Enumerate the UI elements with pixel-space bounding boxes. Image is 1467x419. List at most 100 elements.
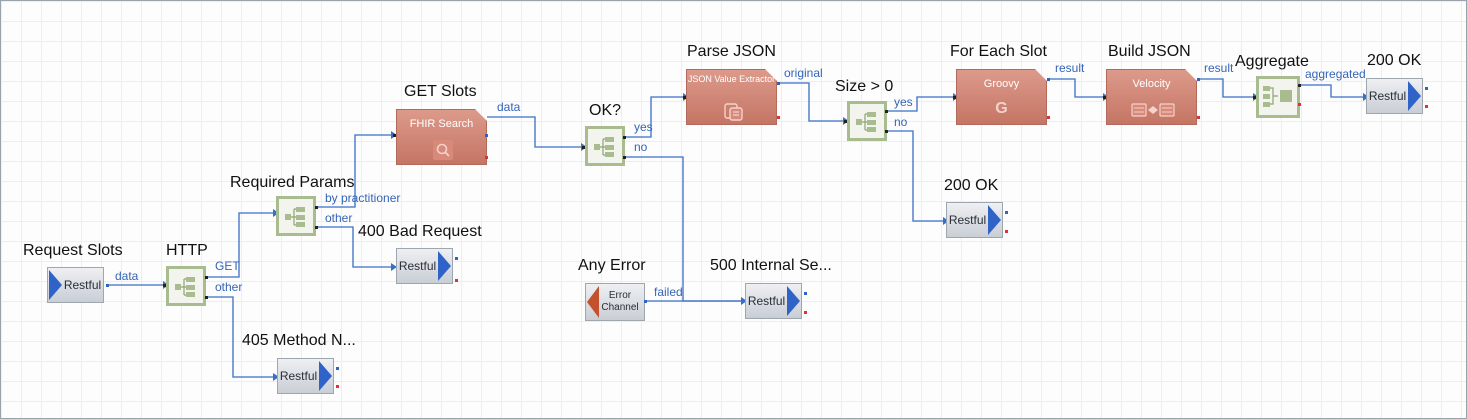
aggregate-icon (1263, 86, 1292, 107)
parse-json-err[interactable] (777, 116, 780, 119)
build-json-label: Velocity (1132, 78, 1171, 90)
build-json-err[interactable] (1197, 116, 1200, 119)
ok-200-top-out[interactable] (1425, 87, 1428, 90)
router-icon (856, 112, 876, 132)
ok-router[interactable] (585, 126, 625, 166)
internal-500-err[interactable] (804, 311, 807, 314)
router-icon (285, 207, 305, 227)
aggregate-err[interactable] (1298, 103, 1301, 106)
ok-out-no[interactable] (623, 156, 626, 159)
ok-out-yes[interactable] (623, 136, 626, 139)
ok-200-top-err[interactable] (1425, 105, 1428, 108)
wire-ok-no[interactable] (625, 156, 741, 302)
wire-label-result-1: result (1055, 61, 1085, 75)
http-router[interactable] (166, 266, 206, 306)
for-each-slot-snap[interactable]: Groovy G (956, 69, 1047, 125)
for-each-out[interactable] (1047, 78, 1050, 81)
size-out-yes[interactable] (885, 110, 888, 113)
method-405-out[interactable] (336, 367, 339, 370)
bad-request-out[interactable] (455, 257, 458, 260)
json-extract-icon (722, 102, 744, 122)
get-slots-in[interactable] (393, 134, 396, 137)
aggregate-out[interactable] (1298, 84, 1301, 87)
get-slots-out[interactable] (485, 134, 488, 137)
ok-200-mid-snap[interactable]: Restful (946, 202, 1003, 238)
wire-build-aggr[interactable] (1197, 78, 1253, 98)
wire-label-by-practitioner: by practitioner (325, 191, 401, 205)
parse-json-in[interactable] (683, 96, 686, 99)
title-required-params: Required Params (230, 174, 355, 191)
wire-foreach-build[interactable] (1049, 78, 1103, 98)
restful-arrow-icon (1408, 81, 1421, 111)
title-request-slots: Request Slots (23, 242, 123, 259)
wire-label-result-2: result (1204, 61, 1234, 75)
ok-200-top-label: Restful (1368, 89, 1407, 103)
error-channel-out[interactable] (644, 300, 647, 303)
restful-arrow-icon (438, 251, 451, 281)
internal-500-snap[interactable]: Restful (745, 283, 802, 319)
method-405-err[interactable] (336, 385, 339, 388)
wire-req-getslots[interactable] (317, 134, 391, 208)
for-each-slot-label: Groovy (983, 78, 1020, 90)
velocity-icon (1131, 102, 1175, 118)
restful-arrow-icon (787, 286, 800, 316)
wire-aggr-200[interactable] (1299, 84, 1363, 98)
required-params-router[interactable] (276, 196, 316, 236)
http-out-other[interactable] (205, 296, 208, 299)
restful-arrow-icon (988, 205, 1001, 235)
wire-label-yes-1: yes (634, 120, 653, 134)
wire-parse-size[interactable] (779, 82, 843, 122)
for-each-err[interactable] (1047, 116, 1050, 119)
wire-http-other[interactable] (207, 296, 273, 378)
get-slots-err[interactable] (485, 156, 488, 159)
error-channel-snap[interactable]: Error Channel (585, 283, 645, 321)
size-in[interactable] (844, 120, 847, 123)
request-slots-label: Restful (63, 278, 102, 292)
aggregate-snap[interactable] (1256, 76, 1300, 118)
build-json-out[interactable] (1197, 78, 1200, 81)
aggregate-in[interactable] (1253, 96, 1256, 99)
ok-200-mid-out[interactable] (1005, 211, 1008, 214)
for-each-in[interactable] (953, 96, 956, 99)
title-parse-json: Parse JSON (687, 43, 776, 60)
groovy-icon: G (995, 100, 1008, 117)
bad-request-400-snap[interactable]: Restful (396, 248, 453, 284)
search-icon (433, 140, 453, 160)
bad-request-err[interactable] (455, 279, 458, 282)
wire-size-no[interactable] (887, 130, 943, 222)
parse-json-out[interactable] (777, 82, 780, 85)
error-channel-icon (587, 286, 599, 318)
wire-ok-yes[interactable] (625, 96, 683, 138)
method-405-snap[interactable]: Restful (277, 358, 334, 394)
bad-request-400-label: Restful (398, 259, 437, 273)
wire-label-yes-2: yes (894, 95, 913, 109)
wire-getslots-ok[interactable] (487, 116, 581, 148)
build-json-in[interactable] (1103, 96, 1106, 99)
size-out-no[interactable] (885, 130, 888, 133)
required-out-practitioner[interactable] (315, 206, 318, 209)
http-in-port[interactable] (163, 284, 166, 287)
request-slots-out-port[interactable] (106, 284, 109, 287)
wire-http-get[interactable] (207, 212, 273, 278)
internal-500-label: Restful (747, 294, 786, 308)
wire-label-aggregated: aggregated (1305, 67, 1366, 81)
ok-200-mid-err[interactable] (1005, 230, 1008, 233)
get-slots-snap[interactable]: FHIR Search (396, 109, 487, 165)
router-icon (175, 277, 195, 297)
build-json-snap[interactable]: Velocity (1106, 69, 1197, 125)
ok-200-top-snap[interactable]: Restful (1366, 78, 1423, 114)
wire-size-yes[interactable] (887, 96, 953, 112)
wire-label-data-1: data (115, 269, 139, 283)
request-slots-snap[interactable]: Restful (47, 267, 104, 303)
required-out-other[interactable] (315, 226, 318, 229)
title-size: Size > 0 (835, 78, 894, 95)
get-slots-label: FHIR Search (409, 118, 474, 130)
http-out-get[interactable] (205, 276, 208, 279)
size-router[interactable] (847, 101, 887, 141)
internal-500-out[interactable] (804, 292, 807, 295)
title-for-each-slot: For Each Slot (950, 43, 1047, 60)
parse-json-snap[interactable]: JSON Value Extractor (686, 69, 777, 125)
ok-in[interactable] (582, 146, 585, 149)
wire-req-400[interactable] (317, 226, 391, 268)
